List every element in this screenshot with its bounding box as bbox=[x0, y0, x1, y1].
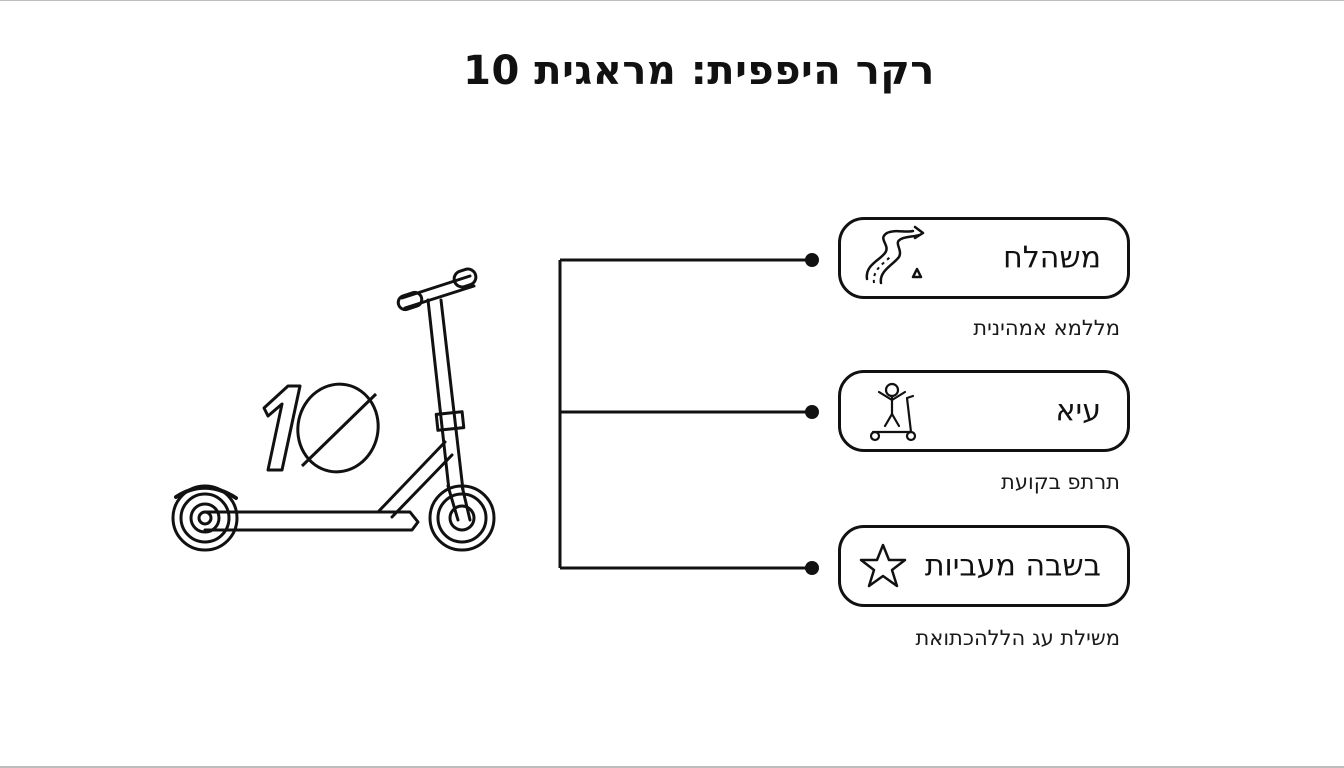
feature-caption: משילת עג הללהכתואת bbox=[915, 626, 1120, 650]
feature-caption: מללמא אמהינית bbox=[973, 316, 1120, 340]
feature-caption: תרתפ בקועת bbox=[1001, 470, 1120, 494]
feature-box-1: משהלח bbox=[838, 217, 1130, 299]
feature-label: משהלח bbox=[1003, 240, 1101, 276]
feature-label: עיא bbox=[1055, 393, 1101, 429]
connector-dot bbox=[805, 253, 819, 267]
child-on-scooter-icon bbox=[869, 382, 917, 442]
feature-box-3: בשבה מעביות bbox=[838, 525, 1130, 607]
connector-dot bbox=[805, 561, 819, 575]
connector-dot bbox=[805, 405, 819, 419]
bottom-border bbox=[0, 766, 1344, 768]
star-icon bbox=[859, 543, 907, 588]
diagram-title: רקר היפפית: מראגית 10 bbox=[463, 48, 935, 94]
front-wheel bbox=[428, 484, 496, 552]
winding-road-icon bbox=[865, 225, 925, 285]
feature-label: בשבה מעביות bbox=[924, 548, 1101, 584]
feature-box-2: עיא bbox=[838, 370, 1130, 452]
rear-wheel bbox=[171, 484, 239, 552]
model-number-badge bbox=[262, 382, 380, 474]
steering-column bbox=[426, 298, 451, 492]
top-border bbox=[0, 0, 1344, 1]
scooter-deck bbox=[203, 510, 420, 532]
